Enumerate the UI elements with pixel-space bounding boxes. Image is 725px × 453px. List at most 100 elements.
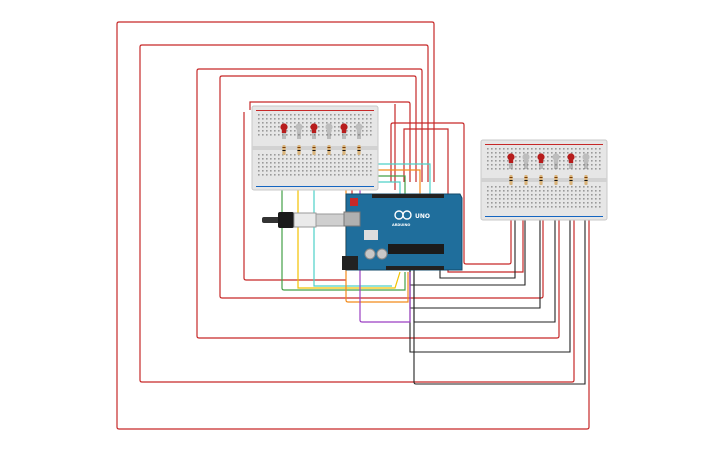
breadboard-hole bbox=[354, 118, 356, 120]
red-wire-loop-5[interactable] bbox=[249, 101, 411, 182]
breadboard-hole bbox=[543, 194, 545, 196]
breadboard-hole bbox=[342, 166, 344, 168]
breadboard-hole bbox=[350, 114, 352, 116]
breadboard-hole bbox=[599, 168, 601, 170]
breadboard-hole bbox=[503, 168, 505, 170]
red-wire-loop-2[interactable] bbox=[139, 44, 575, 383]
breadboard-hole bbox=[358, 158, 360, 160]
led[interactable] bbox=[325, 123, 333, 131]
breadboard-hole bbox=[366, 134, 368, 136]
breadboard-hole bbox=[579, 152, 581, 154]
breadboard-hole bbox=[499, 206, 501, 208]
led[interactable] bbox=[355, 123, 363, 131]
breadboard-hole bbox=[334, 126, 336, 128]
breadboard-hole bbox=[559, 160, 561, 162]
breadboard-hole bbox=[278, 166, 280, 168]
breadboard-hole bbox=[274, 130, 276, 132]
digital-header[interactable] bbox=[372, 194, 444, 198]
arduino-uno-board[interactable]: UNO ARDUINO bbox=[342, 193, 463, 271]
red-wire-loop-4[interactable] bbox=[219, 75, 544, 299]
green-wire[interactable] bbox=[281, 140, 406, 291]
breadboard-hole bbox=[527, 198, 529, 200]
breadboard-hole bbox=[487, 206, 489, 208]
red-wire-loop-7[interactable] bbox=[390, 122, 512, 265]
breadboard-hole bbox=[282, 114, 284, 116]
black-wire-5[interactable] bbox=[413, 205, 586, 385]
red-wire-loop-1[interactable] bbox=[116, 21, 590, 430]
breadboard-hole bbox=[551, 160, 553, 162]
breadboard-hole bbox=[507, 190, 509, 192]
breadboard-hole bbox=[358, 134, 360, 136]
led[interactable] bbox=[567, 153, 575, 161]
breadboard-hole bbox=[282, 170, 284, 172]
breadboard-hole bbox=[575, 194, 577, 196]
breadboard-hole bbox=[286, 114, 288, 116]
breadboard-hole bbox=[358, 162, 360, 164]
breadboard-hole bbox=[278, 162, 280, 164]
breadboard-hole bbox=[519, 194, 521, 196]
led[interactable] bbox=[507, 153, 515, 161]
breadboard-hole bbox=[310, 122, 312, 124]
breadboard-hole bbox=[362, 122, 364, 124]
resistor-band bbox=[584, 177, 588, 178]
breadboard-hole bbox=[274, 174, 276, 176]
black-wire-6[interactable] bbox=[439, 205, 516, 279]
breadboard-hole bbox=[563, 194, 565, 196]
breadboard-hole bbox=[274, 126, 276, 128]
breadboard-hole bbox=[535, 202, 537, 204]
breadboard-hole bbox=[266, 130, 268, 132]
led[interactable] bbox=[340, 123, 348, 131]
breadboard-hole bbox=[298, 114, 300, 116]
breadboard-hole bbox=[543, 198, 545, 200]
breadboard-hole bbox=[286, 122, 288, 124]
led[interactable] bbox=[537, 153, 545, 161]
breadboard-hole bbox=[535, 168, 537, 170]
breadboard-right[interactable] bbox=[480, 139, 608, 221]
usb-cable[interactable] bbox=[262, 212, 345, 228]
reset-button[interactable] bbox=[350, 198, 358, 206]
breadboard-hole bbox=[535, 160, 537, 162]
breadboard-hole bbox=[278, 118, 280, 120]
breadboard-hole bbox=[362, 174, 364, 176]
breadboard-hole bbox=[495, 198, 497, 200]
led[interactable] bbox=[310, 123, 318, 131]
breadboard-hole bbox=[322, 166, 324, 168]
breadboard-hole bbox=[595, 198, 597, 200]
breadboard-hole bbox=[535, 194, 537, 196]
analog-header[interactable] bbox=[386, 266, 444, 270]
breadboard-hole bbox=[503, 190, 505, 192]
led[interactable] bbox=[522, 153, 530, 161]
led[interactable] bbox=[280, 123, 288, 131]
breadboard-hole bbox=[294, 130, 296, 132]
orange-wire[interactable] bbox=[345, 140, 409, 303]
resistor-band bbox=[554, 180, 558, 181]
breadboard-hole bbox=[266, 122, 268, 124]
breadboard-hole bbox=[595, 148, 597, 150]
breadboard-hole bbox=[555, 148, 557, 150]
breadboard-hole bbox=[487, 156, 489, 158]
led[interactable] bbox=[295, 123, 303, 131]
breadboard-hole bbox=[487, 194, 489, 196]
breadboard-hole bbox=[515, 164, 517, 166]
breadboard-hole bbox=[334, 158, 336, 160]
breadboard-hole bbox=[551, 194, 553, 196]
breadboard-hole bbox=[314, 118, 316, 120]
breadboard-hole bbox=[330, 134, 332, 136]
led[interactable] bbox=[552, 153, 560, 161]
breadboard-hole bbox=[270, 130, 272, 132]
purple-wire[interactable] bbox=[359, 140, 411, 323]
breadboard-hole bbox=[338, 114, 340, 116]
breadboard-hole bbox=[326, 158, 328, 160]
breadboard-hole bbox=[326, 134, 328, 136]
breadboard-hole bbox=[567, 148, 569, 150]
breadboard-hole bbox=[354, 134, 356, 136]
led[interactable] bbox=[582, 153, 590, 161]
breadboard-hole bbox=[591, 164, 593, 166]
breadboard-hole bbox=[294, 162, 296, 164]
breadboard-hole bbox=[559, 194, 561, 196]
breadboard-hole bbox=[559, 206, 561, 208]
breadboard-hole bbox=[583, 190, 585, 192]
breadboard-hole bbox=[266, 166, 268, 168]
red-wire-loop-3[interactable] bbox=[196, 68, 560, 339]
